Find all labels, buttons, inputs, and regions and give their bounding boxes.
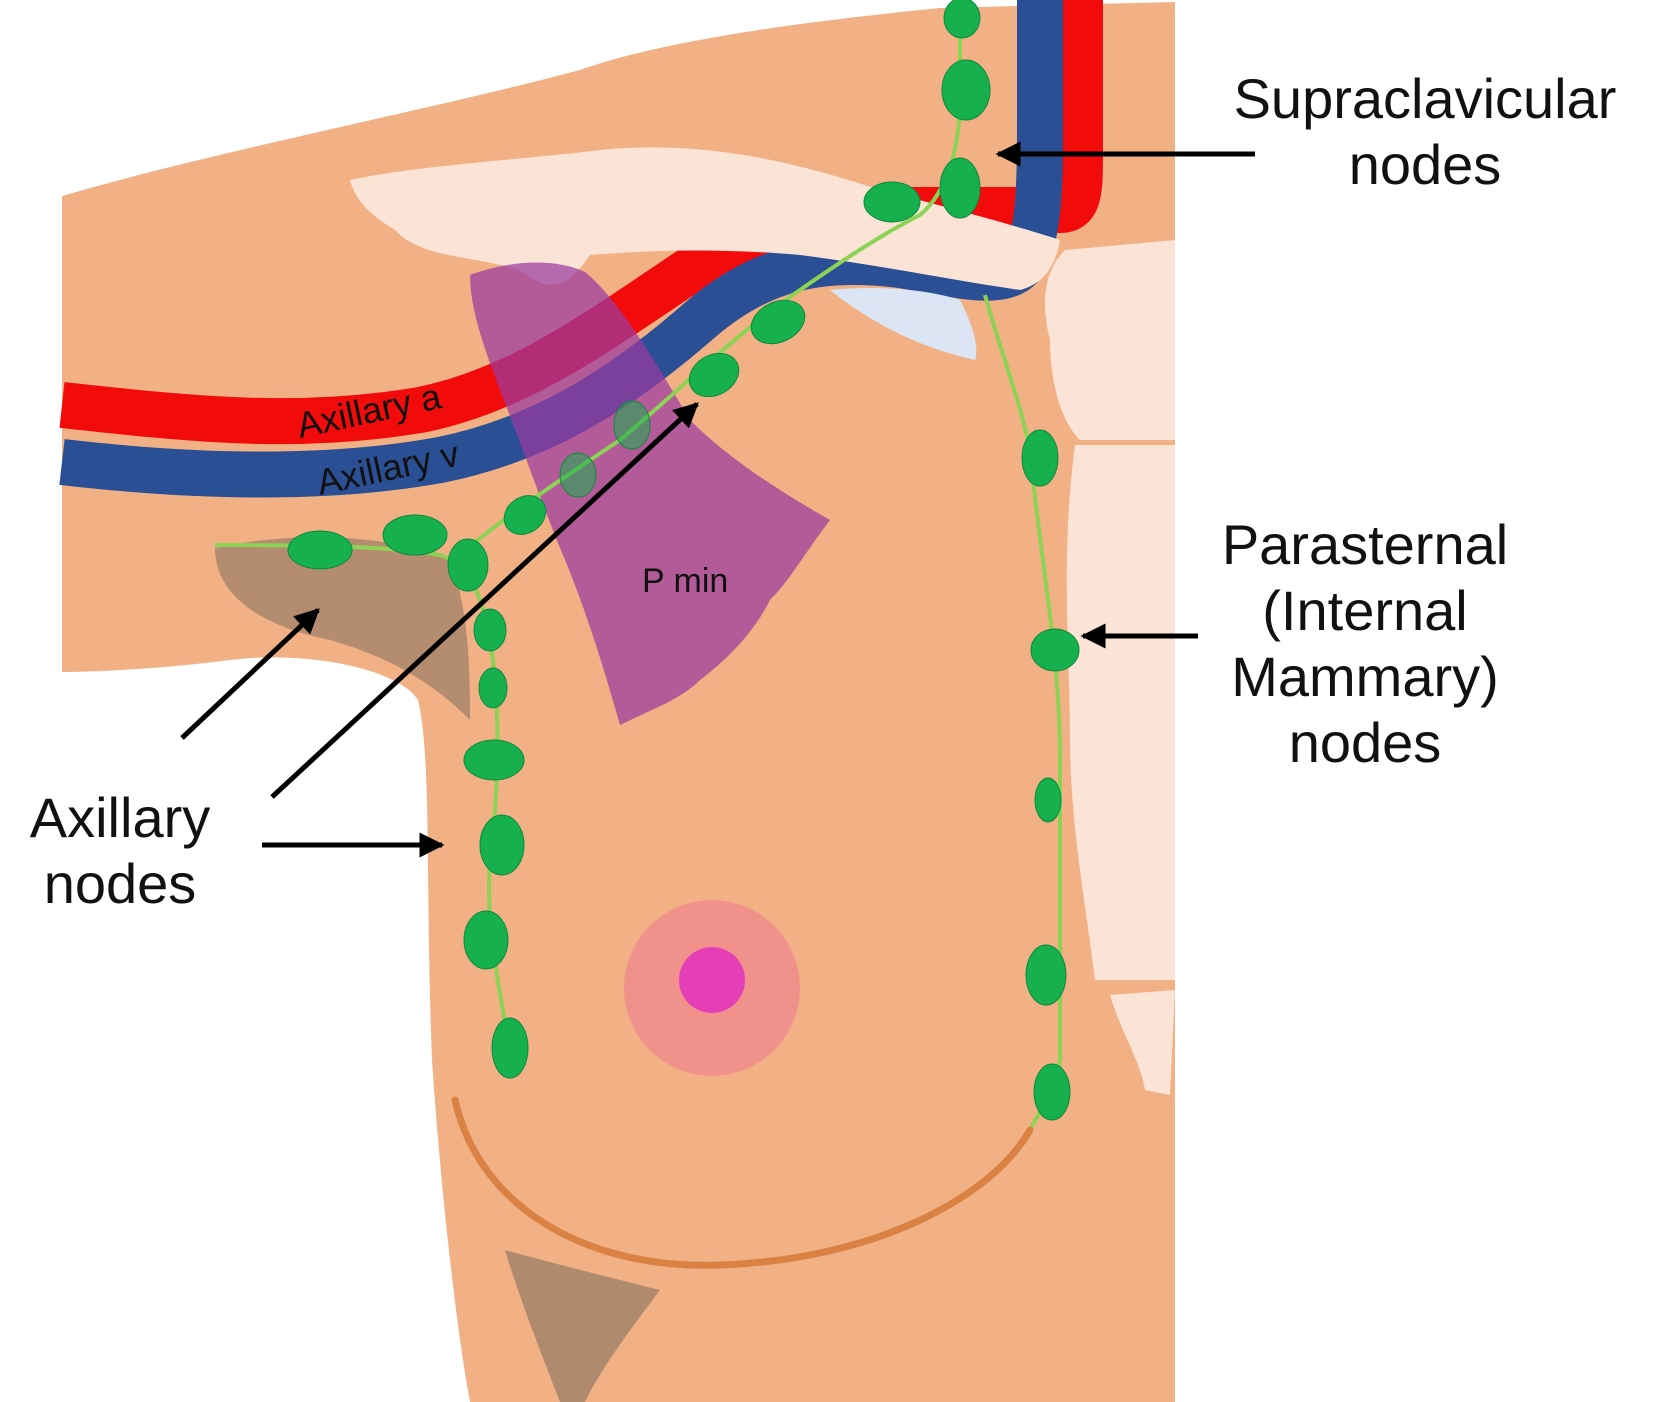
clavicle xyxy=(350,147,1060,290)
parasternal-label-line: (Internal xyxy=(1262,579,1468,642)
axillary-node xyxy=(463,910,509,970)
sternum xyxy=(1045,240,1175,440)
inframammary-fold xyxy=(451,1096,1034,1269)
axillary-arrow-apical xyxy=(270,402,699,799)
apical-node xyxy=(750,299,806,345)
supraclavicular-node xyxy=(939,157,981,219)
apical-node xyxy=(688,352,740,398)
axillary-label-line: nodes xyxy=(43,852,197,915)
sternum-body xyxy=(1066,445,1175,980)
supraclavicular-label-line: nodes xyxy=(1348,133,1502,196)
axillary-node xyxy=(478,667,508,709)
parasternal-label: Parasternal (Internal Mammary) nodes xyxy=(1195,512,1535,776)
lower-shadow xyxy=(505,1250,660,1402)
nipple xyxy=(679,947,745,1013)
supraclavicular-node xyxy=(943,0,981,39)
pectoralis-minor-label: P min xyxy=(642,562,728,600)
axillary-node xyxy=(491,1017,529,1079)
lymph-nodes xyxy=(287,0,1080,1121)
axillary-node xyxy=(473,608,507,652)
pectoralis-minor xyxy=(470,262,830,725)
parasternal-node xyxy=(1034,777,1062,823)
axillary-node xyxy=(479,814,525,876)
axillary-node xyxy=(287,530,353,570)
lymph-vessel-parasternal-chain xyxy=(983,294,1063,1131)
parasternal-node xyxy=(1030,628,1080,672)
parasternal-label-line: nodes xyxy=(1288,711,1442,774)
apical-node xyxy=(613,400,651,450)
parasternal-node xyxy=(1033,1063,1071,1121)
parasternal-label-line: Parasternal xyxy=(1221,513,1509,576)
parasternal-node xyxy=(1025,944,1067,1006)
axillary-arrow-shadow xyxy=(180,608,320,740)
axillary-node xyxy=(447,538,489,592)
supraclavicular-node xyxy=(863,181,921,223)
parasternal-node xyxy=(1021,429,1059,487)
parasternal-label-line: Mammary) xyxy=(1231,645,1499,708)
axillary-node xyxy=(503,495,547,535)
pointer-arrows xyxy=(180,141,1255,858)
supraclavicular-label-line: Supraclavicular xyxy=(1233,67,1617,130)
axillary-node xyxy=(463,739,525,781)
xiphoid xyxy=(1110,990,1175,1095)
axillary-label: Axillary nodes xyxy=(0,785,240,917)
axillary-node xyxy=(382,514,448,556)
axillary-label-line: Axillary xyxy=(29,786,211,849)
subclavian-region xyxy=(830,288,977,360)
supraclavicular-node xyxy=(941,59,991,121)
supraclavicular-label: Supraclavicular nodes xyxy=(1195,66,1654,198)
armpit-shadow xyxy=(215,537,470,720)
apical-node xyxy=(559,452,597,498)
